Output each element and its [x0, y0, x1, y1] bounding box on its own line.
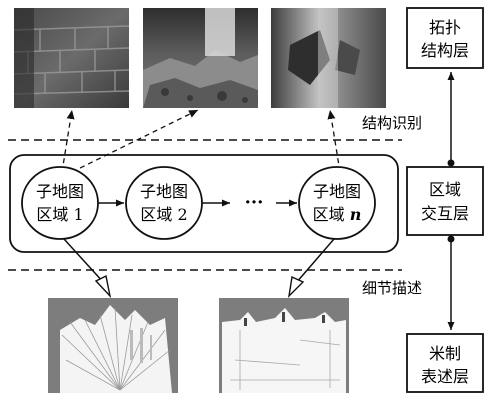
interaction-line2: 交互层 — [421, 204, 469, 223]
map-corridor — [219, 298, 349, 393]
node-1-line2: 区域 1 — [36, 205, 83, 224]
topology-line1: 拓扑 — [429, 18, 461, 37]
box-interaction-layer: 区域 交互层 — [406, 166, 484, 236]
node-2-line2: 区域 2 — [140, 205, 187, 224]
box-topology-layer: 拓扑 结构层 — [406, 7, 484, 69]
map-fan-shaped — [48, 298, 178, 393]
node-subregion-n: 子地图 区域 n — [298, 166, 376, 240]
dashed-arrow-1-to-photo-1 — [61, 109, 75, 173]
node-2-line1: 子地图 — [140, 182, 188, 201]
node-1-line1: 子地图 — [36, 182, 84, 201]
node-subregion-1: 子地图 区域 1 — [21, 166, 99, 240]
subregion-container — [9, 154, 399, 253]
ellipsis: ··· — [245, 192, 264, 213]
metric-line1: 米制 — [429, 344, 461, 363]
label-detail-description: 细节描述 — [362, 279, 422, 297]
dashed-arrow-n-to-photo-3 — [327, 109, 341, 173]
connector-interaction-to-topology — [447, 72, 455, 167]
photo-rubble — [143, 8, 258, 108]
box-metric-layer: 米制 表述层 — [406, 333, 484, 393]
label-structure-recognition: 结构识别 — [362, 114, 422, 132]
arrow-node1-to-map1 — [63, 238, 112, 299]
node-subregion-2: 子地图 区域 2 — [125, 166, 203, 240]
topology-line2: 结构层 — [421, 41, 469, 60]
metric-line2: 表述层 — [421, 367, 469, 386]
dashed-arrow-1-to-photo-2 — [71, 109, 199, 173]
arrow-noden-to-map2 — [287, 238, 335, 299]
photo-collapsed-pillar — [271, 8, 386, 108]
node-n-line1: 子地图 — [313, 182, 361, 201]
interaction-line1: 区域 — [429, 180, 461, 199]
node-n-line2: 区域 n — [313, 205, 362, 224]
photo-brick-wall — [13, 8, 130, 108]
connector-interaction-to-metric — [447, 235, 455, 330]
